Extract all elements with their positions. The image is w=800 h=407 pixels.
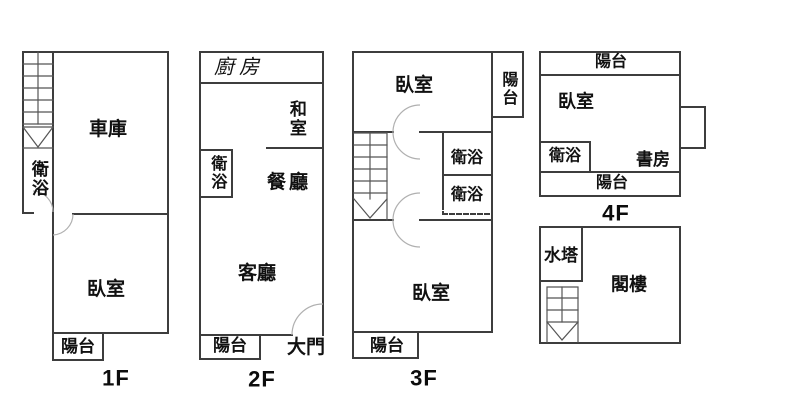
stairs-1f (22, 51, 54, 149)
room-label-bath-1f: 衛浴 (28, 160, 48, 198)
balcony-box-1f (52, 332, 104, 361)
room-label-bedroom-top-3f: 臥室 (394, 75, 434, 97)
floor-label-1f: 1F (102, 365, 130, 391)
top-bedroom-door-arc-3f (392, 104, 421, 133)
room-label-balcony-top-4f: 陽台 (594, 53, 628, 71)
door-arcs-3f (392, 104, 421, 248)
room-label-balcony-2f: 陽台 (213, 336, 247, 356)
room-label-bedroom-bottom-3f: 臥室 (411, 283, 451, 305)
balcony-top-box-3f (491, 51, 524, 118)
outer-wall-attic (539, 226, 681, 344)
door-arcs-2f (291, 303, 324, 336)
floor-label-3f: 3F (410, 365, 438, 391)
stair-arrow-attic (546, 321, 579, 341)
outer-wall-left-2f (199, 51, 293, 336)
stair-box-attic (546, 286, 579, 343)
floor-label-2f: 2F (248, 366, 276, 392)
room-label-bath-4f: 衛浴 (548, 147, 582, 165)
room-label-balcony-bottom-4f: 陽台 (595, 174, 629, 192)
outer-wall-1f (22, 51, 169, 334)
bath-dashed-wall-3f (442, 204, 493, 215)
walls-attic (539, 226, 681, 344)
room-label-garage-1f: 車庫 (88, 119, 128, 141)
balcony-bottom-box-3f (352, 331, 419, 359)
room-label-bedroom-4f: 臥室 (558, 91, 594, 112)
stair-arrow-3f (353, 198, 388, 219)
room-label-balcony-1f: 陽台 (61, 337, 95, 357)
bedroom-door-arc-1f (52, 213, 74, 236)
room-label-bath-2f: 衛浴 (208, 155, 226, 191)
bath-door-arc-1f (32, 190, 54, 213)
room-label-bath-upper-3f: 衛浴 (450, 149, 484, 167)
hall-lower-door-arc-3f (392, 192, 421, 221)
room-label-loft-attic: 閣樓 (611, 274, 647, 295)
walls-2f (199, 51, 324, 360)
balcony-box-2f (199, 334, 261, 360)
bath-box-2f (199, 149, 233, 198)
room-label-tatami-2f: 和室 (286, 100, 306, 138)
main-door-arc-2f (291, 303, 324, 336)
left-wall-1f (22, 51, 34, 214)
room-label-balcony-top-3f: 陽台 (499, 71, 517, 107)
bath-box-4f (539, 141, 591, 173)
stair-arrow-1f (22, 126, 54, 148)
water-tank-box-attic (539, 226, 583, 282)
stairs-3f (353, 132, 388, 221)
room-label-bath-lower-3f: 衛浴 (450, 186, 484, 204)
room-label-water-tank-attic: 水塔 (544, 246, 578, 266)
label-main-door-2f: 大門 (286, 337, 326, 359)
outer-wall-4f (539, 51, 681, 197)
outer-wall-right-2f (199, 51, 324, 336)
door-arcs-1f (32, 190, 74, 236)
floor-label-4f: 4F (602, 200, 630, 226)
walls-3f (352, 51, 524, 359)
room-label-bedroom-1f: 臥室 (86, 279, 126, 301)
walls-4f (539, 51, 706, 197)
side-bump-4f (679, 106, 706, 149)
room-label-study-4f: 書房 (636, 150, 670, 170)
room-label-dining-2f: 餐廳 (266, 172, 312, 194)
room-label-living-2f: 客廳 (237, 263, 277, 285)
walls-1f (22, 51, 169, 361)
room-label-balcony-bottom-3f: 陽台 (370, 336, 404, 356)
stairs-attic (546, 286, 579, 343)
bottom-bedroom-door-arc-3f (392, 219, 421, 248)
hall-upper-door-arc-3f (392, 131, 421, 160)
room-label-kitchen-2f: 廚房 (214, 56, 264, 79)
